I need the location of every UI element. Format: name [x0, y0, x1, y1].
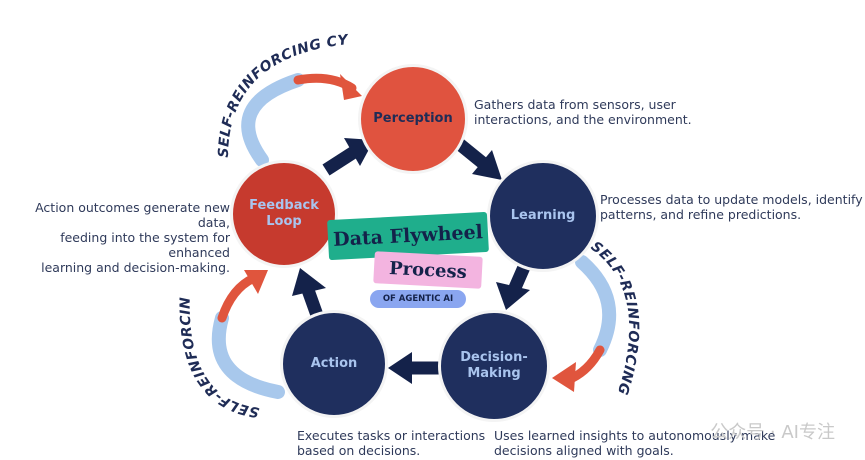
description-learning: Processes data to update models, identif… — [600, 192, 863, 222]
agentic-ai-badge-text: OF AGENTIC AI — [382, 294, 454, 304]
node-perception: Perception — [358, 64, 468, 174]
cycle-arc-right — [552, 255, 617, 392]
description-line: Gathers data from sensors, user — [474, 97, 676, 112]
node-decision: Decision-Making — [438, 310, 550, 422]
description-line: Executes tasks or interactions — [297, 428, 486, 443]
node-decision-label: Decision-Making — [460, 350, 528, 381]
description-line: decisions aligned with goals. — [494, 443, 674, 458]
description-line: based on decisions. — [297, 443, 421, 458]
cycle-arc-left — [211, 270, 285, 399]
node-learning-label: Learning — [510, 208, 576, 224]
description-line: interactions, and the environment. — [474, 112, 692, 127]
watermark: 公众号 · AI专注 — [710, 422, 835, 443]
node-action: Action — [280, 310, 388, 418]
description-action: Executes tasks or interactions based on … — [297, 428, 485, 458]
description-line: Uses learned insights to autonomously ma… — [494, 428, 776, 443]
arrow-decision-to-action — [388, 352, 444, 384]
node-feedback-label: Feedback Loop — [249, 198, 319, 229]
description-perception: Gathers data from sensors, user interact… — [474, 97, 692, 127]
description-line: patterns, and refine predictions. — [600, 207, 802, 222]
cycle-arc-top — [241, 73, 362, 167]
node-perception-label: Perception — [373, 111, 453, 127]
agentic-ai-badge: OF AGENTIC AI — [370, 290, 466, 308]
description-feedback: Action outcomes generate new data, feedi… — [8, 200, 230, 275]
description-line: learning and decision-making. — [41, 260, 230, 275]
description-line: Processes data to update models, identif… — [600, 192, 863, 207]
node-action-label: Action — [310, 356, 358, 372]
process-title: Process — [388, 257, 468, 283]
description-decision: Uses learned insights to autonomously ma… — [494, 428, 775, 458]
description-line: feeding into the system for enhanced — [60, 230, 230, 260]
data-flywheel-title: Data Flywheel — [332, 221, 484, 251]
description-line: Action outcomes generate new data, — [35, 200, 230, 230]
process-banner: Process — [373, 251, 483, 289]
node-learning: Learning — [487, 160, 599, 272]
node-feedback: Feedback Loop — [230, 160, 338, 268]
